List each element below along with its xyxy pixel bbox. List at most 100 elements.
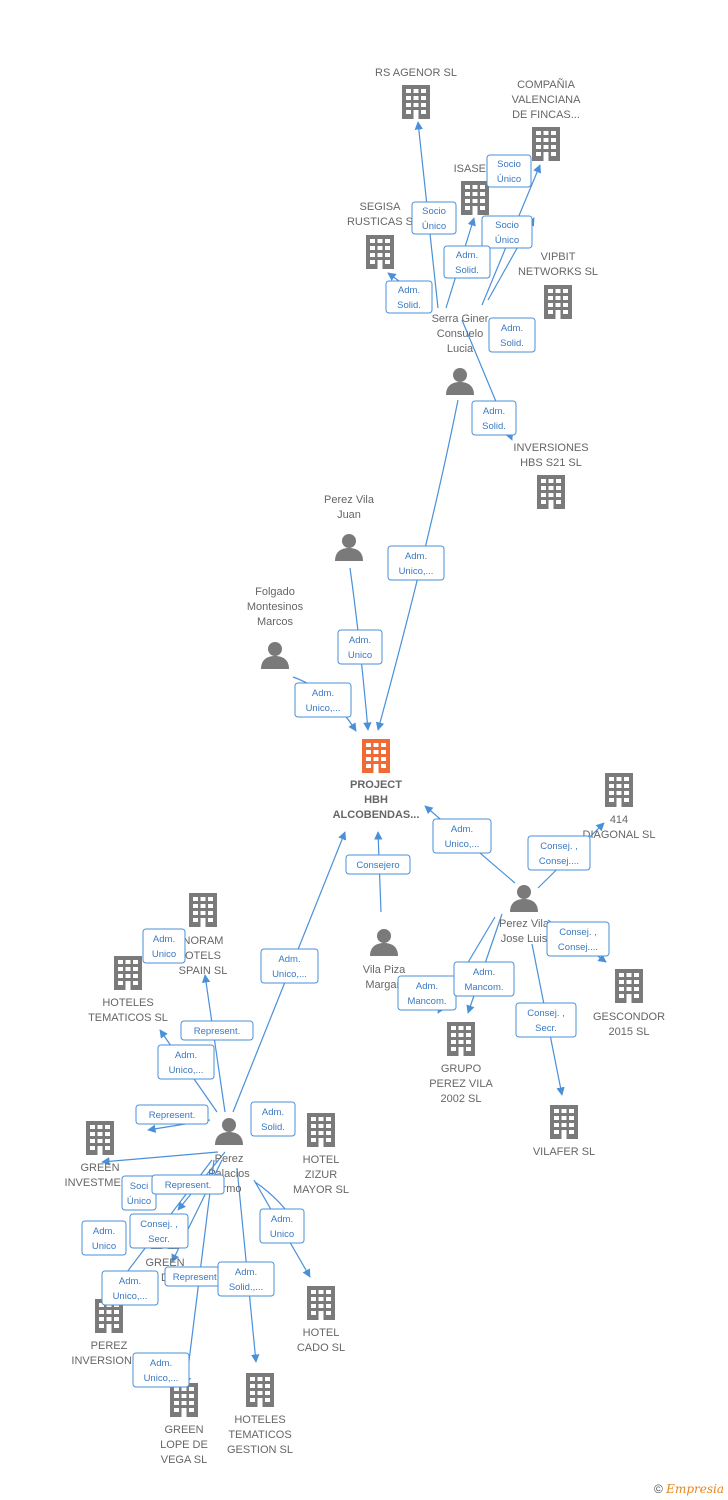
company-building-icon bbox=[544, 285, 572, 319]
company-building-icon bbox=[366, 235, 394, 269]
node-label-greenlope-2: LOPE DE bbox=[160, 1439, 208, 1451]
relations-layer: SocioÚnicoSocioÚnicoSocioÚnicoAdm.Solid.… bbox=[81, 154, 610, 1388]
node-label-vilapiza-1: Vila Piza bbox=[363, 964, 406, 976]
relation-r22[interactable]: Represent. bbox=[135, 1104, 209, 1125]
node-label-grupopv-3: 2002 SL bbox=[441, 1093, 482, 1105]
node-label-greenlope-1: GREEN bbox=[164, 1424, 203, 1436]
relation-r32[interactable]: Adm.Unico,... bbox=[132, 1352, 190, 1388]
relation-r7[interactable]: Adm.Solid. bbox=[471, 400, 517, 436]
node-label-segisa-2: RUSTICAS S bbox=[347, 216, 413, 228]
company-building-icon bbox=[307, 1286, 335, 1320]
relation-r31[interactable]: Adm.Unico,... bbox=[101, 1270, 159, 1306]
relation-label-r3-1: Socio bbox=[495, 220, 519, 231]
node-vilafer[interactable]: VILAFER SL bbox=[533, 1105, 595, 1158]
relation-r18[interactable]: Adm.Unico bbox=[142, 928, 186, 964]
node-isase[interactable]: ISASE S bbox=[454, 163, 497, 215]
node-rsagenor[interactable]: RS AGENOR SL bbox=[375, 67, 457, 119]
relation-box bbox=[443, 245, 491, 279]
node-label-pvjoseluis-2: Jose Luis bbox=[501, 933, 548, 945]
node-label-folgado-3: Marcos bbox=[257, 616, 294, 628]
node-main[interactable]: PROJECTHBHALCOBENDAS... bbox=[333, 739, 420, 821]
relation-label-r1-2: Único bbox=[422, 221, 446, 232]
relation-r26[interactable]: Consej. ,Secr. bbox=[129, 1213, 189, 1249]
relation-r21[interactable]: Adm.Unico,... bbox=[157, 1044, 215, 1080]
relation-r4[interactable]: Adm.Solid. bbox=[443, 245, 491, 279]
node-label-zizur-1: HOTEL bbox=[303, 1154, 340, 1166]
relation-box bbox=[142, 928, 186, 964]
relation-box bbox=[345, 854, 411, 875]
relation-label-r28-1: Adm. bbox=[271, 1214, 293, 1225]
relation-label-r17-2: Secr. bbox=[535, 1023, 557, 1034]
copyright-icon: © bbox=[653, 1482, 663, 1496]
edge-17 bbox=[201, 974, 226, 1113]
relation-r11[interactable]: Adm.Unico,... bbox=[432, 818, 492, 854]
relation-label-r32-2: Unico,... bbox=[144, 1373, 179, 1384]
relation-label-r9-2: Unico bbox=[348, 650, 372, 661]
relation-label-r24-2: Único bbox=[127, 1196, 151, 1207]
node-label-panoram-3: SPAIN SL bbox=[179, 965, 228, 977]
relation-r27[interactable]: Adm.Unico bbox=[81, 1220, 127, 1256]
relation-r17[interactable]: Consej. ,Secr. bbox=[515, 1002, 577, 1038]
node-label-vipbit-1: VIPBIT bbox=[541, 251, 576, 263]
relation-label-r10-1: Adm. bbox=[312, 688, 334, 699]
relation-r8[interactable]: Adm.Unico,... bbox=[387, 545, 445, 581]
relation-label-r28-2: Unico bbox=[270, 1229, 294, 1240]
relation-box bbox=[294, 682, 352, 718]
relation-label-r12-2: Consej.... bbox=[539, 856, 579, 867]
relation-box bbox=[180, 1020, 254, 1041]
relation-label-r2-2: Único bbox=[497, 174, 521, 185]
relation-r6[interactable]: Adm.Solid. bbox=[488, 317, 536, 353]
empresia-credit[interactable]: © Empresia bbox=[654, 1482, 724, 1496]
relation-r15[interactable]: Adm.Mancom. bbox=[397, 975, 457, 1011]
edge-22 bbox=[101, 1151, 219, 1166]
relation-r25[interactable]: Represent. bbox=[151, 1174, 225, 1195]
relation-r30[interactable]: Adm.Solid.,... bbox=[217, 1261, 275, 1297]
company-building-icon bbox=[447, 1022, 475, 1056]
relation-label-r18-2: Unico bbox=[152, 949, 176, 960]
relation-r16[interactable]: Adm.Mancom. bbox=[453, 961, 515, 997]
relation-r20[interactable]: Represent. bbox=[180, 1020, 254, 1041]
relation-r28[interactable]: Adm. Unico bbox=[259, 1208, 305, 1244]
relation-box bbox=[101, 1270, 159, 1306]
relation-r5[interactable]: Adm.Solid. bbox=[385, 280, 433, 314]
node-label-vipbit-2: NETWORKS SL bbox=[518, 266, 598, 278]
node-label-pvjoseluis-1: Perez Vila bbox=[499, 918, 550, 930]
relation-label-r7-2: Solid. bbox=[482, 421, 506, 432]
relation-r10[interactable]: Adm.Unico,... bbox=[294, 682, 352, 718]
relation-box bbox=[486, 154, 532, 188]
relation-r13[interactable]: Consejero bbox=[345, 854, 411, 875]
relation-box bbox=[387, 545, 445, 581]
relation-r9[interactable]: Adm.Unico bbox=[337, 629, 383, 665]
relation-r19[interactable]: Adm.Unico,... bbox=[260, 948, 319, 984]
relation-label-r21-1: Adm. bbox=[175, 1050, 197, 1061]
relation-label-r27-1: Adm. bbox=[93, 1226, 115, 1237]
relation-r14[interactable]: Consej. ,Consej.... bbox=[546, 921, 610, 957]
relation-r12[interactable]: Consej. ,Consej.... bbox=[527, 835, 591, 871]
relation-r23[interactable]: Adm.Solid. bbox=[250, 1101, 296, 1137]
node-label-folgado-1: Folgado bbox=[255, 586, 295, 598]
node-vipbit[interactable]: VIPBIT NETWORKS SL bbox=[518, 251, 598, 319]
